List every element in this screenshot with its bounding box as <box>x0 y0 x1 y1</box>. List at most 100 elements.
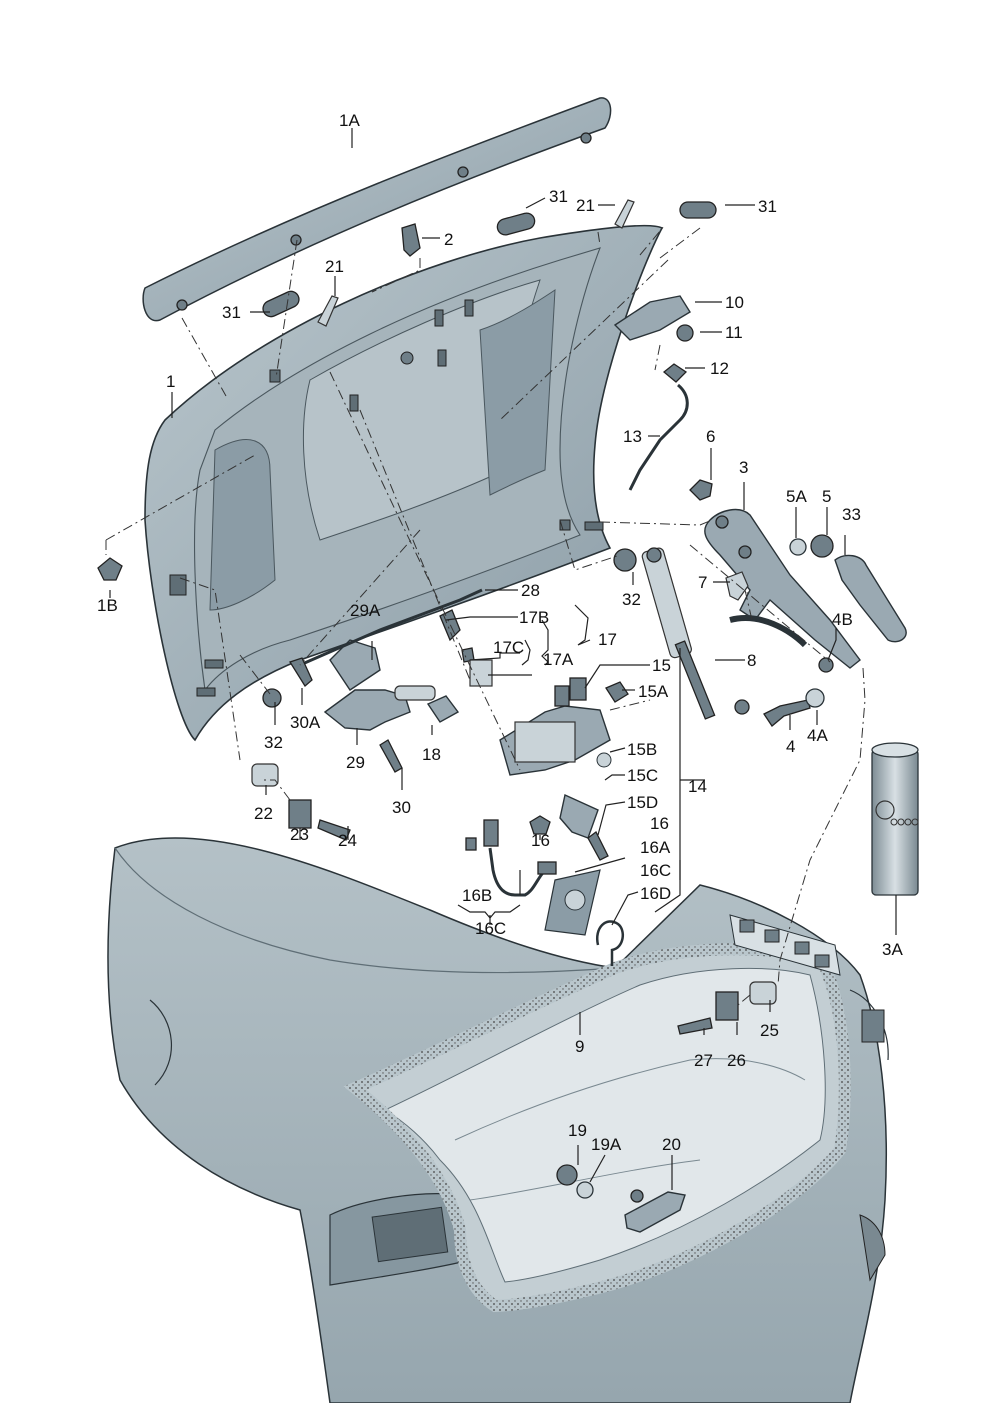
bolt-4 <box>763 699 811 727</box>
cable-harness <box>488 847 549 897</box>
callout-30A: 30A <box>290 713 321 732</box>
cable-13 <box>628 383 689 491</box>
guide-26 <box>715 991 739 1021</box>
trunk-opening <box>353 948 846 1307</box>
callout-29A: 29A <box>350 601 381 620</box>
leader-lines <box>109 128 897 1190</box>
callout-4A: 4A <box>807 726 828 745</box>
bush-7 <box>725 571 749 601</box>
stop-21-top <box>614 199 635 229</box>
callout-1B: 1B <box>97 596 118 615</box>
buffer-22 <box>251 763 279 787</box>
clip-15A <box>605 681 629 703</box>
callout-7: 7 <box>698 573 707 592</box>
callout-32-right: 32 <box>622 590 641 609</box>
callout-10: 10 <box>725 293 744 312</box>
washer-5A <box>789 538 807 556</box>
callout-15: 15 <box>652 656 671 675</box>
callout-20: 20 <box>662 1135 681 1154</box>
nut-19 <box>556 1164 578 1186</box>
bolt-30A <box>289 657 313 687</box>
callout-17: 17 <box>598 630 617 649</box>
callout-15B: 15B <box>627 740 657 759</box>
callout-31-mid: 31 <box>549 187 568 206</box>
bolt-24 <box>317 819 351 841</box>
callout-33: 33 <box>842 505 861 524</box>
callout-16-center: 16 <box>531 831 550 850</box>
body-bracket-plate <box>729 914 841 976</box>
callout-32-left: 32 <box>264 733 283 752</box>
bolt-6 <box>689 479 713 501</box>
clip-18 <box>426 695 460 723</box>
screw-15D <box>587 831 609 861</box>
actuator-motor <box>559 794 599 839</box>
callout-16-right: 16 <box>650 814 669 833</box>
callout-19: 19 <box>568 1121 587 1140</box>
callout-17C: 17C <box>493 638 524 657</box>
callout-26: 26 <box>727 1051 746 1070</box>
callout-17A: 17A <box>543 650 574 669</box>
aerosol-can <box>871 742 919 896</box>
callout-16D: 16D <box>640 884 671 903</box>
callout-6: 6 <box>706 427 715 446</box>
nut-1B <box>97 557 123 581</box>
callout-13: 13 <box>623 427 642 446</box>
callout-27: 27 <box>694 1051 713 1070</box>
bumper-31-mid <box>496 212 536 236</box>
nut-32-right <box>613 548 637 572</box>
callout-15A: 15A <box>638 682 669 701</box>
bolt-30 <box>379 739 403 773</box>
callout-5A: 5A <box>786 487 807 506</box>
callout-9: 9 <box>575 1037 584 1056</box>
callout-16C-bottom: 16C <box>475 919 506 938</box>
callout-1: 1 <box>166 372 175 391</box>
callout-labels: 1A 1 1B 2 3 3A 4 4A 4B 5 5A 6 7 8 9 10 1… <box>97 111 903 1154</box>
bumper-31-left <box>262 290 300 318</box>
callout-4: 4 <box>786 737 795 756</box>
nut-32-left <box>262 688 282 708</box>
callout-31-right: 31 <box>758 197 777 216</box>
lock-assembly <box>499 677 611 776</box>
washer-19A <box>576 1181 594 1199</box>
tool-holder <box>624 1191 686 1233</box>
callout-23: 23 <box>290 825 309 844</box>
washer-4A <box>805 688 825 708</box>
callout-15D: 15D <box>627 793 658 812</box>
guide-23 <box>288 799 312 829</box>
trunk-lid <box>144 224 664 742</box>
gas-strut <box>641 547 750 720</box>
nut-11 <box>676 324 694 342</box>
callout-1A: 1A <box>339 111 360 130</box>
ring-15B <box>596 752 612 768</box>
callout-5: 5 <box>822 487 831 506</box>
callout-30: 30 <box>392 798 411 817</box>
callout-15C: 15C <box>627 766 658 785</box>
callout-19A: 19A <box>591 1135 622 1154</box>
callout-29: 29 <box>346 753 365 772</box>
callout-14: 14 <box>688 777 707 796</box>
bumper-31-right <box>679 201 717 219</box>
nut-16 <box>529 815 551 835</box>
hinge <box>704 508 861 673</box>
lock-cylinder <box>323 639 436 731</box>
callout-16C-right: 16C <box>640 861 671 880</box>
tie-16D <box>595 920 625 966</box>
hinge-cover <box>834 554 907 643</box>
callout-18: 18 <box>422 745 441 764</box>
callout-17B: 17B <box>519 608 549 627</box>
rear-spoiler <box>142 97 612 322</box>
callout-4B: 4B <box>832 610 853 629</box>
callout-11: 11 <box>725 323 743 342</box>
callout-3A: 3A <box>882 940 903 959</box>
callout-16B: 16B <box>462 886 492 905</box>
bolt-27 <box>677 1017 713 1035</box>
callout-28: 28 <box>521 581 540 600</box>
callout-24: 24 <box>338 831 357 850</box>
callout-12: 12 <box>710 359 729 378</box>
buffer-25 <box>749 981 777 1005</box>
callout-2: 2 <box>444 230 453 249</box>
rod-28 <box>299 588 483 667</box>
callout-3: 3 <box>739 458 748 477</box>
bracket-10 <box>613 295 691 341</box>
